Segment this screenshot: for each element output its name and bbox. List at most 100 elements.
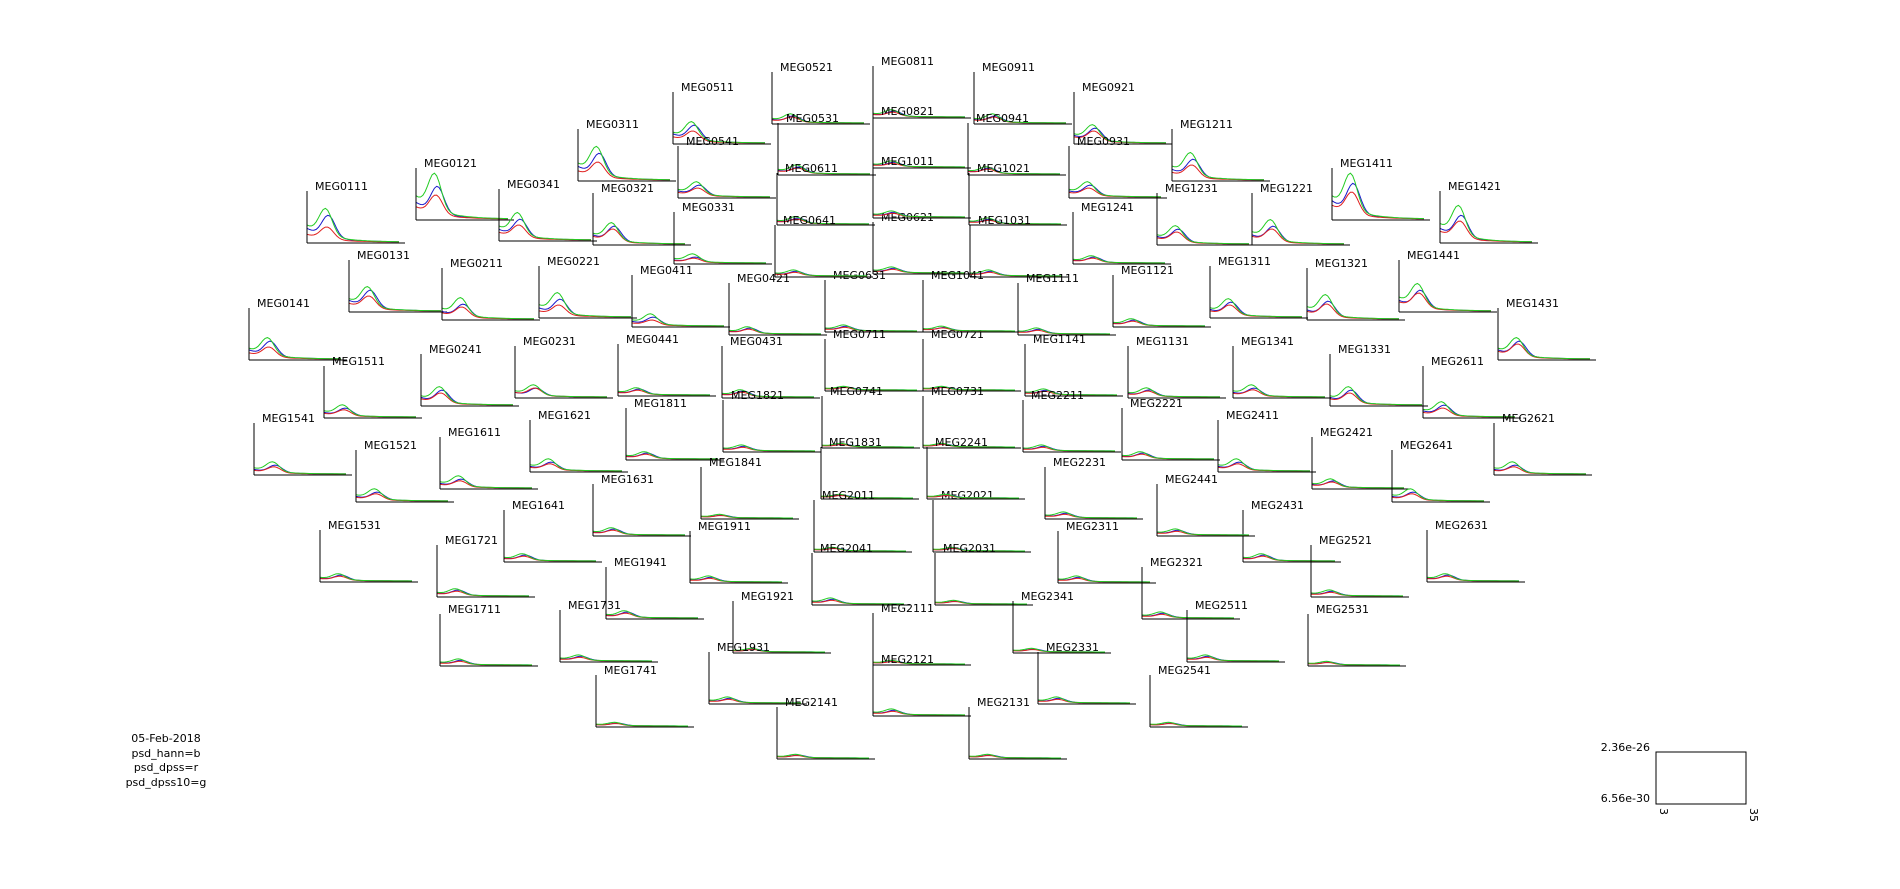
sensor-label: MEG0421: [737, 272, 790, 285]
sensor-label: MEG2011: [822, 489, 875, 502]
sensor-label: MEG1021: [977, 162, 1030, 175]
sensor-label: MEG0521: [780, 61, 833, 74]
sensor-panel-meg0811: MEG0811: [872, 55, 971, 119]
psd-line-hann-meg1211: [1171, 158, 1264, 181]
sensor-panel-meg2031: MEG2031: [934, 542, 1033, 606]
psd-line-hann-meg0241: [420, 389, 514, 406]
psd-line-dpss10-meg1731: [559, 654, 652, 662]
sensor-label: MEG1341: [1241, 335, 1294, 348]
sensor-label: MEG1911: [698, 520, 751, 533]
scale-ymin-label: 6.56e-30: [1601, 792, 1650, 805]
sensor-panel-meg0321: MEG0321: [592, 182, 691, 246]
sensor-panel-meg2611: MEG2611: [1422, 355, 1521, 419]
psd-line-hann-meg1511: [323, 407, 416, 418]
sensor-panel-meg1741: MEG1741: [595, 664, 694, 728]
psd-line-dpss10-meg0621: [872, 266, 965, 274]
psd-line-dpss10-meg1931: [708, 696, 801, 704]
legend-entry-dpss10: psd_dpss10=g: [125, 775, 207, 789]
sensor-label: MEG2441: [1165, 473, 1218, 486]
sensor-panel-meg1711: MEG1711: [439, 603, 538, 667]
sensor-panel-meg1611: MEG1611: [439, 426, 538, 490]
psd-line-dpss10-meg0441: [617, 387, 710, 396]
sensor-label: MEG2631: [1435, 519, 1488, 532]
sensor-panel-meg0921: MEG0921: [1073, 81, 1172, 145]
psd-line-dpss10-meg0421: [728, 326, 821, 335]
psd-line-dpss10-meg0131: [348, 286, 441, 312]
psd-line-dpss10-meg0111: [306, 207, 399, 243]
psd-line-dpss10-meg1531: [319, 573, 412, 582]
psd-line-dpss10-meg1641: [503, 553, 596, 562]
sensor-panel-meg2011: MEG2011: [813, 489, 912, 553]
sensor-panel-meg1321: MEG1321: [1306, 257, 1405, 321]
sensor-label: MEG0241: [429, 343, 482, 356]
sensor-panel-meg2511: MEG2511: [1186, 599, 1285, 663]
sensor-label: MEG0221: [547, 255, 600, 268]
psd-line-dpss10-meg2031: [934, 599, 1027, 605]
sensor-label: MEG1211: [1180, 118, 1233, 131]
sensor-panel-meg2531: MEG2531: [1307, 603, 1406, 667]
sensor-panel-meg2231: MEG2231: [1044, 456, 1143, 520]
psd-line-hann-meg1311: [1209, 301, 1303, 318]
psd-line-dpss10-meg2141: [776, 753, 869, 759]
sensor-label: MEG2231: [1053, 456, 1106, 469]
sensor-panel-meg1141: MEG1141: [1024, 333, 1123, 397]
psd-line-hann-meg1341: [1232, 387, 1325, 398]
sensor-label: MEG0811: [881, 55, 934, 68]
legend: 05-Feb-2018 psd_hann=b psd_dpss=r psd_dp…: [112, 732, 220, 790]
sensor-panel-meg2241: MEG2241: [926, 436, 1025, 500]
psd-line-dpss-meg1411: [1331, 191, 1425, 220]
psd-line-dpss10-meg0431: [721, 389, 814, 398]
sensor-panel-meg0641: MEG0641: [774, 214, 873, 278]
sensor-label: MEG0141: [257, 297, 310, 310]
sensor-panel-meg0621: MEG0621: [872, 211, 971, 275]
legend-entry-dpss: psd_dpss=r: [133, 761, 199, 774]
sensor-label: MEG1121: [1121, 264, 1174, 277]
psd-line-hann-meg1441: [1398, 289, 1491, 312]
sensor-panel-meg1441: MEG1441: [1398, 249, 1497, 313]
sensor-label: MEG1231: [1165, 182, 1218, 195]
sensor-panel-meg2441: MEG2441: [1156, 473, 1255, 537]
psd-line-dpss10-meg0531: [777, 164, 870, 175]
psd-line-dpss10-meg0541: [677, 181, 771, 198]
sensor-label: MEG2311: [1066, 520, 1119, 533]
sensor-label: MEG1431: [1506, 297, 1559, 310]
psd-line-hann-meg1331: [1329, 389, 1423, 406]
sensor-panel-meg2431: MEG2431: [1242, 499, 1341, 563]
psd-line-hann-meg1321: [1306, 300, 1399, 320]
sensor-panel-meg1031: MEG1031: [969, 214, 1068, 278]
psd-line-dpss-meg0121: [415, 194, 508, 220]
psd-line-dpss10-meg1711: [439, 658, 532, 666]
sensor-panel-meg2341: MEG2341: [1012, 590, 1111, 654]
sensor-label: MEG1421: [1448, 180, 1501, 193]
sensor-panel-meg2411: MEG2411: [1217, 409, 1316, 473]
sensor-label: MEG0111: [315, 180, 368, 193]
sensor-label: MEG0511: [681, 81, 734, 94]
psd-line-dpss10-meg1041: [922, 325, 1015, 332]
psd-line-dpss10-meg0641: [774, 269, 867, 277]
sensor-panel-meg1731: MEG1731: [559, 599, 658, 663]
sensor-panel-meg1821: MEG1821: [722, 389, 821, 453]
sensor-panel-meg2041: MEG2041: [811, 542, 910, 606]
psd-line-dpss10-meg1441: [1398, 282, 1492, 312]
sensor-label: MEG1331: [1338, 343, 1391, 356]
psd-line-dpss10-meg1031: [969, 269, 1062, 277]
sensor-label: MEG2611: [1431, 355, 1484, 368]
sensor-label: MEG0131: [357, 249, 410, 262]
psd-line-dpss10-meg2041: [811, 597, 904, 605]
sensor-label: MEG2111: [881, 602, 934, 615]
scale-xmin-label: 3: [1657, 808, 1670, 815]
sensor-label: MEG1241: [1081, 201, 1134, 214]
sensor-label: MEG2221: [1130, 397, 1183, 410]
sensor-label: MEG2241: [935, 436, 988, 449]
psd-line-hann-meg0111: [306, 214, 400, 243]
sensor-label: MEG2211: [1031, 389, 1084, 402]
sensor-panel-meg0511: MEG0511: [672, 81, 771, 145]
sensor-panel-meg0541: MEG0541: [677, 135, 776, 199]
psd-line-dpss10-meg2431: [1242, 553, 1335, 562]
sensor-label: MEG1111: [1026, 272, 1079, 285]
sensor-label: MEG1731: [568, 599, 621, 612]
psd-line-dpss10-meg1421: [1439, 204, 1533, 243]
sensor-panel-meg1131: MEG1131: [1127, 335, 1226, 399]
psd-line-dpss10-meg1021: [968, 217, 1061, 225]
